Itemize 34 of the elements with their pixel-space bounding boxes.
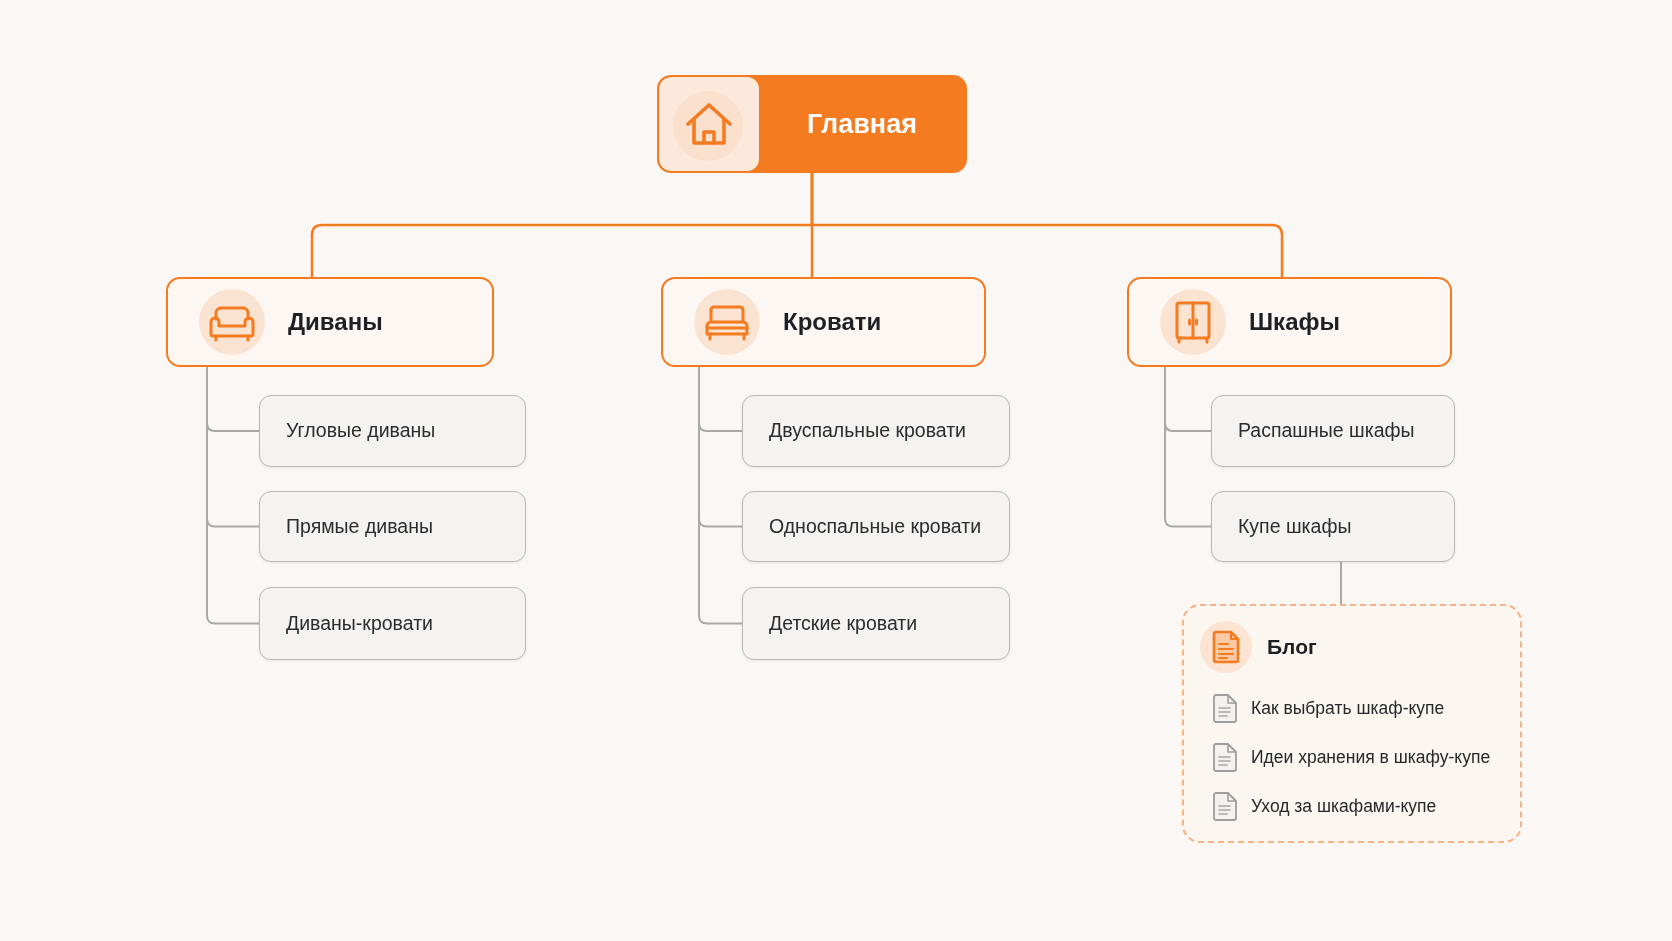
- node-label: Главная: [807, 107, 917, 141]
- node-label: Диваны: [288, 307, 383, 337]
- node-label: Угловые диваны: [286, 418, 436, 444]
- connector-line: [810, 173, 1284, 277]
- node-label: Детские кровати: [769, 610, 918, 636]
- article-title: Уход за шкафами-купе: [1251, 795, 1437, 819]
- connector-line: [1340, 561, 1342, 605]
- subcategory-box: [1211, 395, 1455, 467]
- node-label: Кровати: [783, 307, 882, 337]
- group-heading: Блог: [1267, 634, 1317, 661]
- node-label: Распашные шкафы: [1238, 418, 1415, 444]
- root-box: [657, 75, 967, 173]
- subcategory-box: [259, 491, 526, 562]
- article-title: Как выбрать шкаф-купе: [1251, 697, 1445, 721]
- node-label: Односпальные кровати: [769, 513, 982, 539]
- node-label: Двуспальные кровати: [769, 418, 966, 444]
- node-label: Прямые диваны: [286, 513, 433, 539]
- node-label: Купе шкафы: [1238, 513, 1352, 539]
- subcategory-box: [742, 491, 1010, 562]
- node-label: Шкафы: [1249, 307, 1340, 337]
- category-box: [661, 277, 986, 367]
- connector-line: [698, 366, 743, 625]
- article-title: Идеи хранения в шкафу-купе: [1251, 746, 1491, 770]
- node-label: Диваны-кровати: [286, 610, 433, 636]
- category-box: [1127, 277, 1452, 367]
- subcategory-box: [259, 395, 526, 467]
- dashed-group-box: [1182, 604, 1522, 843]
- category-box: [166, 277, 494, 367]
- subcategory-box: [742, 587, 1010, 660]
- connector-line: [206, 366, 260, 625]
- connector-line: [1164, 366, 1212, 528]
- subcategory-box: [742, 395, 1010, 467]
- subcategory-box: [259, 587, 526, 660]
- subcategory-box: [1211, 491, 1455, 562]
